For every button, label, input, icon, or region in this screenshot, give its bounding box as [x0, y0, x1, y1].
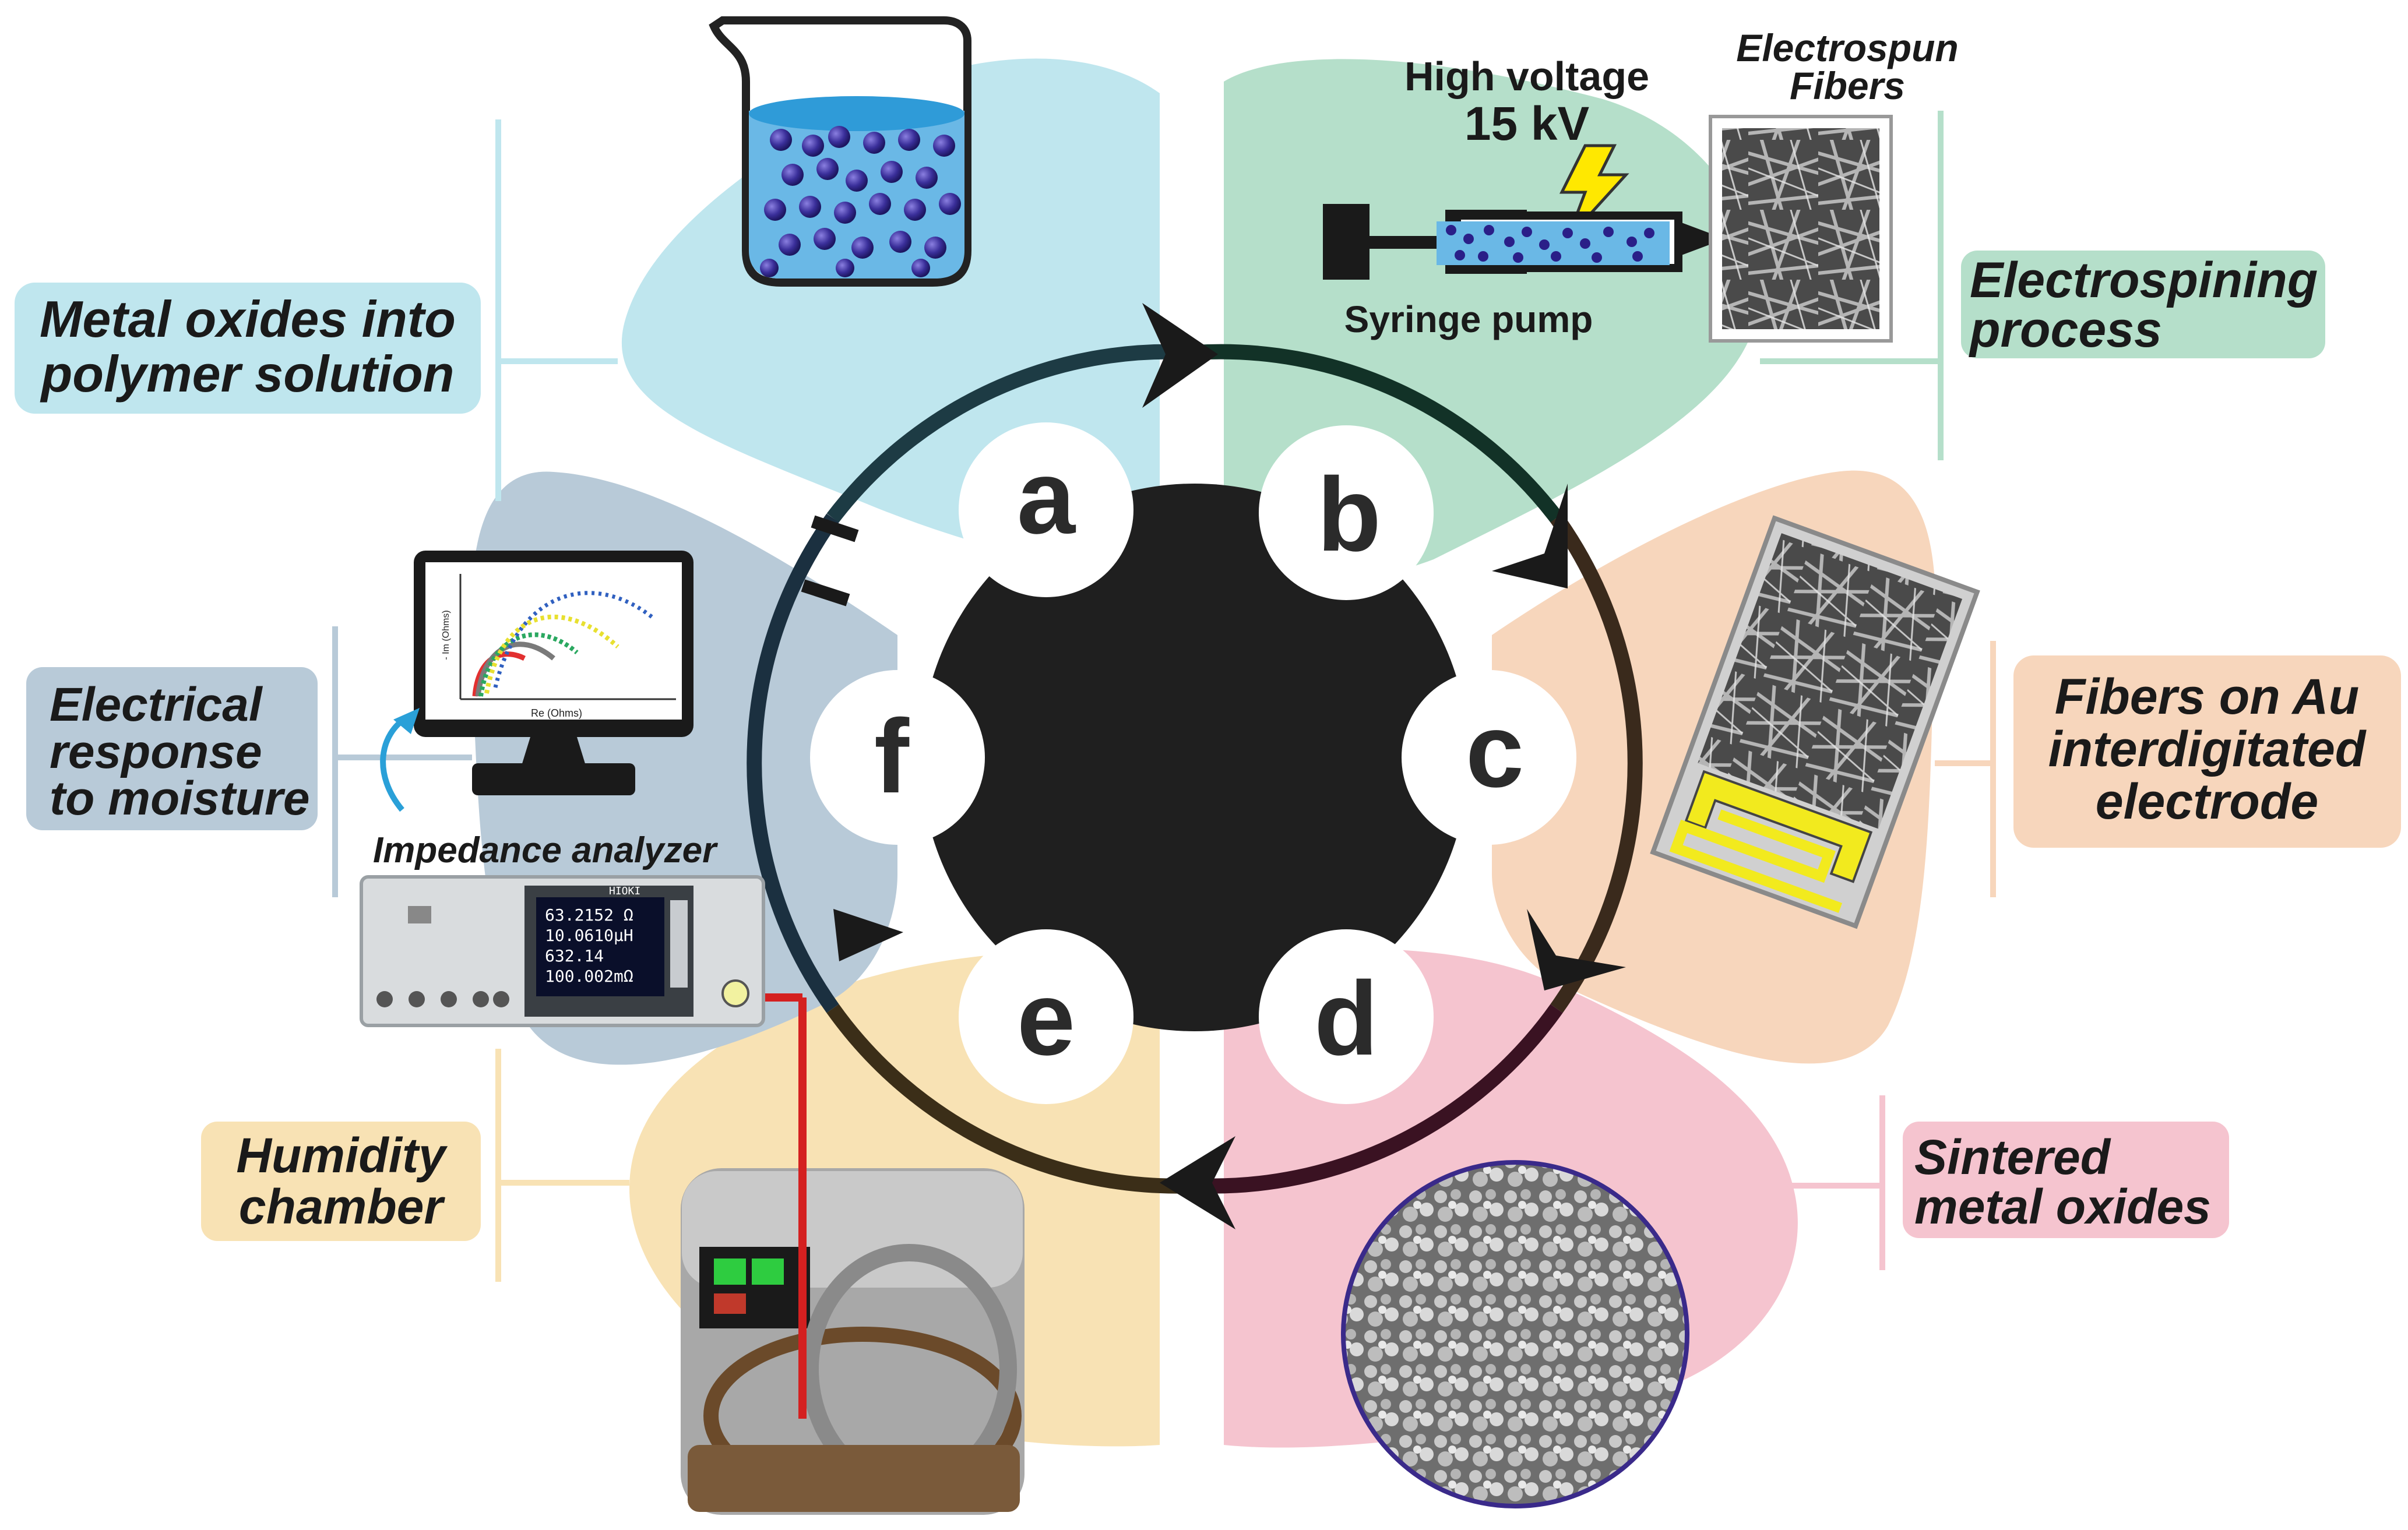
label-sintered-line1: Sintered: [1914, 1130, 2111, 1184]
step-c-label: c: [1466, 692, 1524, 809]
label-fibers-au-line3: electrode: [2096, 774, 2318, 830]
step-f-label: f: [874, 698, 910, 815]
ring-tick: [801, 579, 850, 607]
cycle-arrows: [833, 303, 1626, 1229]
power-button: [721, 979, 749, 1007]
electrospun-fibers-line1: Electrospun: [1736, 26, 1958, 69]
plot-ylabel: - Im (Ohms): [441, 610, 451, 660]
label-box-humidity: [201, 1122, 481, 1241]
label-fibers-au-line2: interdigitated: [2048, 721, 2367, 777]
ring-tick: [811, 515, 859, 542]
label-humidity-line1: Humidity: [236, 1128, 448, 1183]
label-sintered-line2: metal oxides: [1914, 1179, 2211, 1234]
step-a-label: a: [1017, 439, 1076, 556]
process-ring: [747, 344, 1643, 1194]
analyzer-brand: HIOKI: [609, 885, 640, 897]
label-electrical-line3: to moisture: [50, 772, 309, 825]
syringe-pump-text: Syringe pump: [1344, 298, 1593, 340]
sintered-sem-image: [1341, 1160, 1689, 1508]
hub: [810, 422, 1576, 1104]
humidity-chamber-photo: [681, 993, 1025, 1515]
label-metal-oxides-line1: Metal oxides into: [40, 290, 456, 348]
monitor-with-impedance-plot: Re (Ohms) - Im (Ohms): [380, 551, 693, 812]
syringe-plunger-end: [1323, 204, 1370, 280]
electrospun-fibers-line2: Fibers: [1790, 64, 1905, 107]
label-electrical-line1: Electrical: [50, 678, 263, 731]
label-box-electrical: [26, 667, 318, 830]
analyzer-reading-3: 632.14: [545, 946, 604, 965]
analyzer-reading-2: 10.0610μH: [545, 926, 633, 945]
label-electrospinning-line2: process: [1969, 302, 2162, 358]
electrode-illustration: [1650, 515, 1980, 929]
label-metal-oxides-line2: polymer solution: [40, 345, 455, 403]
label-fibers-au-line1: Fibers on Au: [2055, 669, 2359, 725]
analyzer-reading-1: 63.2152 Ω: [545, 905, 633, 925]
beaker-illustration: [709, 16, 971, 287]
label-electrical-line2: response: [50, 725, 262, 778]
label-box-sintered: [1903, 1122, 2229, 1238]
step-d-label: d: [1314, 960, 1378, 1077]
step-e-label: e: [1017, 960, 1075, 1077]
impedance-analyzer-title: Impedance analyzer: [373, 830, 718, 870]
voltage-value-text: 15 kV: [1464, 97, 1590, 150]
label-electrospinning-line1: Electrospining: [1970, 252, 2318, 308]
analyzer-reading-4: 100.002mΩ: [545, 967, 633, 986]
label-box-fibers-au: [2013, 655, 2401, 848]
label-humidity-line2: chamber: [239, 1179, 445, 1234]
label-box-metal-oxides: [15, 283, 481, 414]
high-voltage-text: High voltage: [1404, 54, 1649, 99]
electrospinning-illustration: High voltage 15 kV Syringe pump Electros…: [1323, 26, 1959, 343]
label-box-electrospinning: [1961, 251, 2325, 358]
step-b-label: b: [1317, 456, 1381, 573]
plot-xlabel: Re (Ohms): [531, 707, 582, 719]
curved-arrow: [380, 714, 410, 812]
impedance-analyzer: Impedance analyzer 63.2152 Ω 10.0610μH 6…: [360, 830, 765, 1027]
